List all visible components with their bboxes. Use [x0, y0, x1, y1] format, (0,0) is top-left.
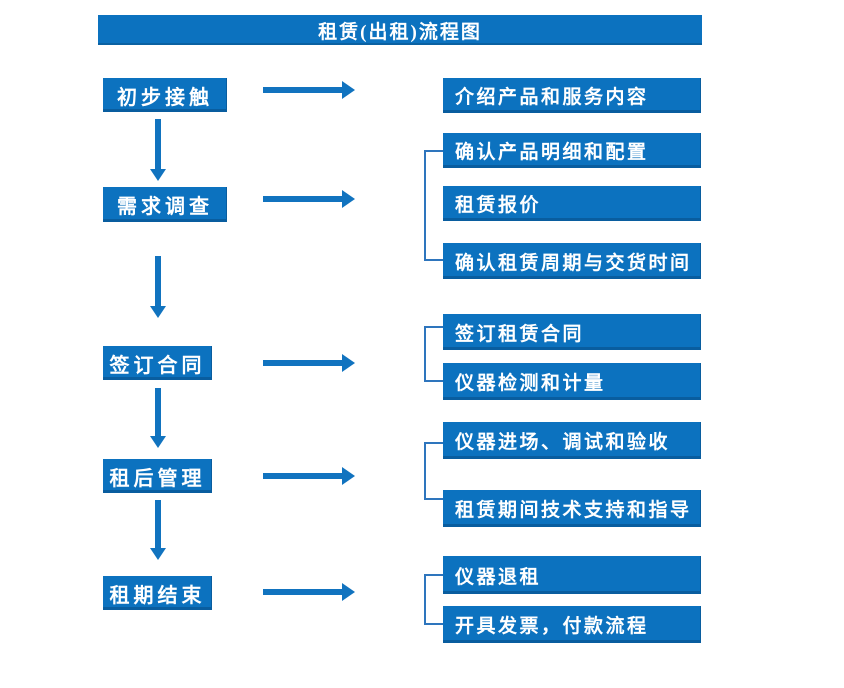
detail-box: 租赁期间技术支持和指导 — [443, 490, 701, 527]
stage-box-sign-contract: 签订合同 — [103, 346, 212, 380]
stage-box-post-rental: 租后管理 — [103, 459, 212, 493]
group-bracket — [424, 326, 443, 382]
arrow-head — [342, 190, 355, 208]
arrow-shaft — [263, 87, 343, 93]
arrow-head — [342, 467, 355, 485]
right-arrow-icon — [263, 354, 355, 372]
down-arrow-icon — [150, 256, 166, 318]
arrow-shaft — [155, 500, 161, 549]
arrow-head — [342, 583, 355, 601]
down-arrow-icon — [150, 388, 166, 448]
group-bracket — [424, 574, 443, 625]
arrow-head — [150, 436, 166, 448]
arrow-shaft — [263, 196, 343, 202]
right-arrow-icon — [263, 190, 355, 208]
flowchart-title: 租赁(出租)流程图 — [98, 15, 702, 45]
down-arrow-icon — [150, 119, 166, 181]
detail-box: 租赁报价 — [443, 186, 701, 221]
group-bracket — [424, 442, 443, 500]
group-bracket — [424, 150, 443, 261]
arrow-shaft — [155, 256, 161, 307]
right-arrow-icon — [263, 583, 355, 601]
arrow-head — [342, 354, 355, 372]
arrow-head — [150, 548, 166, 560]
detail-box: 仪器检测和计量 — [443, 363, 701, 400]
detail-box: 开具发票，付款流程 — [443, 606, 701, 643]
arrow-head — [150, 169, 166, 181]
right-arrow-icon — [263, 81, 355, 99]
arrow-shaft — [263, 473, 343, 479]
detail-box: 确认租赁周期与交货时间 — [443, 243, 701, 279]
detail-box: 确认产品明细和配置 — [443, 133, 701, 168]
detail-box: 仪器进场、调试和验收 — [443, 422, 701, 459]
stage-box-demand-survey: 需求调查 — [103, 187, 227, 222]
stage-box-rental-end: 租期结束 — [103, 576, 212, 610]
down-arrow-icon — [150, 500, 166, 560]
detail-box: 仪器退租 — [443, 556, 701, 594]
arrow-shaft — [263, 589, 343, 595]
detail-box: 签订租赁合同 — [443, 314, 701, 350]
arrow-shaft — [155, 119, 161, 170]
arrow-shaft — [155, 388, 161, 437]
detail-box: 介绍产品和服务内容 — [443, 78, 701, 113]
right-arrow-icon — [263, 467, 355, 485]
arrow-head — [150, 306, 166, 318]
arrow-shaft — [263, 360, 343, 366]
arrow-head — [342, 81, 355, 99]
stage-box-initial-contact: 初步接触 — [103, 78, 227, 112]
